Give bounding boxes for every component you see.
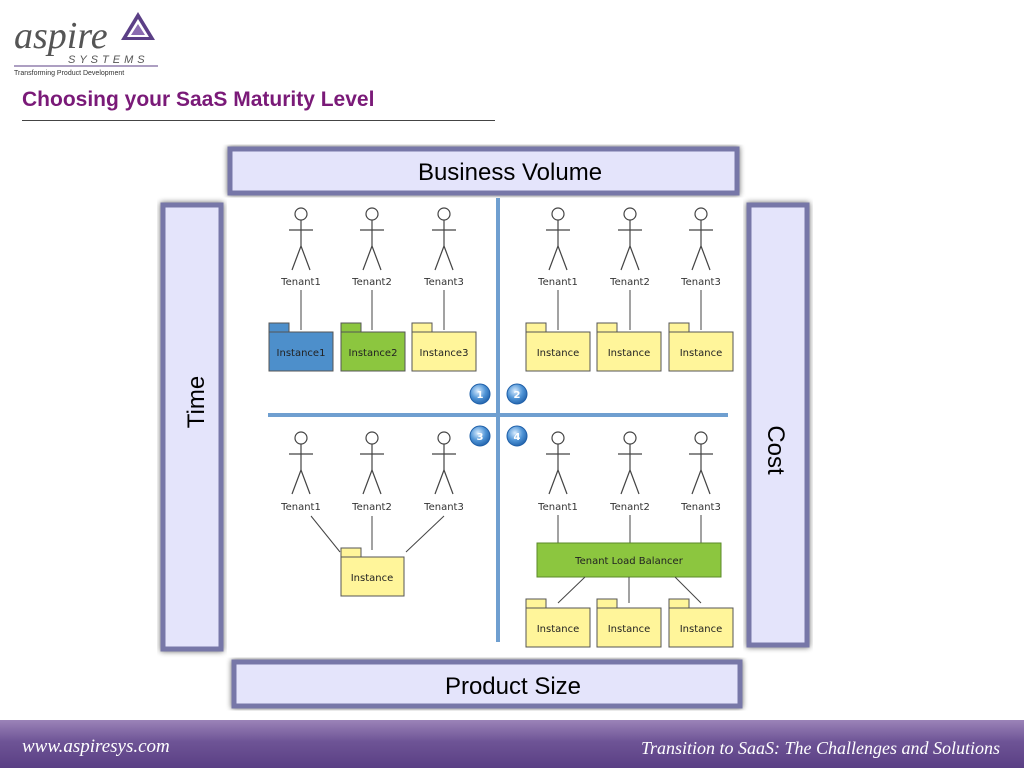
logo-brand: aspire — [14, 15, 108, 57]
quadrant-2: Tenant1 Tenant2 Tenant3 Instance Instanc… — [506, 207, 734, 405]
instance-folder-icon — [596, 322, 662, 372]
quadrant-4: Tenant1 Tenant2 Tenant3 Tenant Load Bala… — [506, 425, 734, 648]
tenant-label: Tenant1 — [537, 277, 578, 288]
quadrant-number: 4 — [514, 432, 521, 443]
instance-folder-icon — [525, 322, 591, 372]
instance-folder-icon — [525, 598, 591, 648]
tenant-actor-icon — [431, 207, 457, 271]
logo-tagline: Transforming Product Development — [14, 70, 124, 77]
tenant-label: Tenant2 — [351, 277, 392, 288]
instance-label: Instance1 — [277, 348, 326, 359]
instance-folder-icon — [340, 322, 406, 372]
logo-sub: SYSTEMS — [68, 54, 149, 66]
title-divider — [22, 120, 495, 121]
instance-label: Instance — [608, 624, 651, 635]
tenant-load-balancer — [536, 542, 722, 578]
tenant-actor-icon — [431, 431, 457, 495]
tenant-label: Tenant3 — [423, 277, 464, 288]
instance-label: Instance3 — [420, 348, 469, 359]
quadrant-badge-icon — [506, 425, 528, 447]
axis-panel-top: Business Volume — [227, 146, 740, 196]
axis-label-business-volume: Business Volume — [418, 159, 602, 186]
instance-folder-icon — [340, 547, 405, 597]
tenant-label: Tenant2 — [609, 277, 650, 288]
quadrant-3: Tenant1 Tenant2 Tenant3 Instance 3 — [280, 425, 491, 597]
quadrant-badge-icon — [469, 425, 491, 447]
instance-folder-icon — [411, 322, 477, 372]
tenant-actor-icon — [288, 431, 314, 495]
instance-folder-icon — [268, 322, 334, 372]
instance-label: Instance — [537, 348, 580, 359]
axis-panel-right: Cost — [746, 202, 810, 648]
quadrant-1: Tenant1 Tenant2 Tenant3 Instance1 Instan… — [268, 207, 491, 405]
instance-label: Instance — [680, 348, 723, 359]
quadrant-badge-icon — [469, 383, 491, 405]
instance-label: Instance2 — [349, 348, 398, 359]
tenant-label: Tenant2 — [609, 502, 650, 513]
tenant-actor-icon — [288, 207, 314, 271]
axis-panel-bottom: Product Size — [231, 659, 743, 709]
page-title: Choosing your SaaS Maturity Level — [22, 88, 375, 111]
instance-folder-icon — [668, 598, 734, 648]
load-balancer-label: Tenant Load Balancer — [574, 556, 684, 567]
quadrant-badge-icon — [506, 383, 528, 405]
footer-subtitle: Transition to SaaS: The Challenges and S… — [640, 738, 1000, 758]
tenant-label: Tenant1 — [280, 277, 321, 288]
tenant-label: Tenant1 — [280, 502, 321, 513]
quadrant-number: 1 — [477, 390, 484, 401]
tenant-label: Tenant3 — [680, 277, 721, 288]
quadrant-number: 3 — [477, 432, 484, 443]
tenant-label: Tenant3 — [680, 502, 721, 513]
tenant-label: Tenant1 — [537, 502, 578, 513]
tenant-label: Tenant3 — [423, 502, 464, 513]
tenant-label: Tenant2 — [351, 502, 392, 513]
axis-label-cost: Cost — [762, 425, 789, 475]
footer-url: www.aspiresys.com — [22, 736, 170, 757]
instance-label: Instance — [351, 573, 394, 584]
instance-folder-icon — [668, 322, 734, 372]
axis-panel-left: Time — [160, 202, 224, 652]
tenant-actor-icon — [359, 207, 385, 271]
tenant-actor-icon — [617, 431, 643, 495]
quadrant-number: 2 — [514, 390, 521, 401]
instance-label: Instance — [537, 624, 580, 635]
tenant-actor-icon — [688, 431, 714, 495]
instance-label: Instance — [608, 348, 651, 359]
axis-label-product-size: Product Size — [445, 673, 581, 700]
tenant-actor-icon — [617, 207, 643, 271]
tenant-actor-icon — [688, 207, 714, 271]
aspire-logo: aspire SYSTEMS Transforming Product Deve… — [12, 4, 162, 80]
instance-folder-icon — [596, 598, 662, 648]
tenant-actor-icon — [545, 207, 571, 271]
instance-label: Instance — [680, 624, 723, 635]
tenant-actor-icon — [359, 431, 385, 495]
axis-label-time: Time — [183, 376, 210, 428]
footer-bar — [0, 720, 1024, 768]
aspire-emblem-icon — [121, 12, 155, 40]
tenant-actor-icon — [545, 431, 571, 495]
